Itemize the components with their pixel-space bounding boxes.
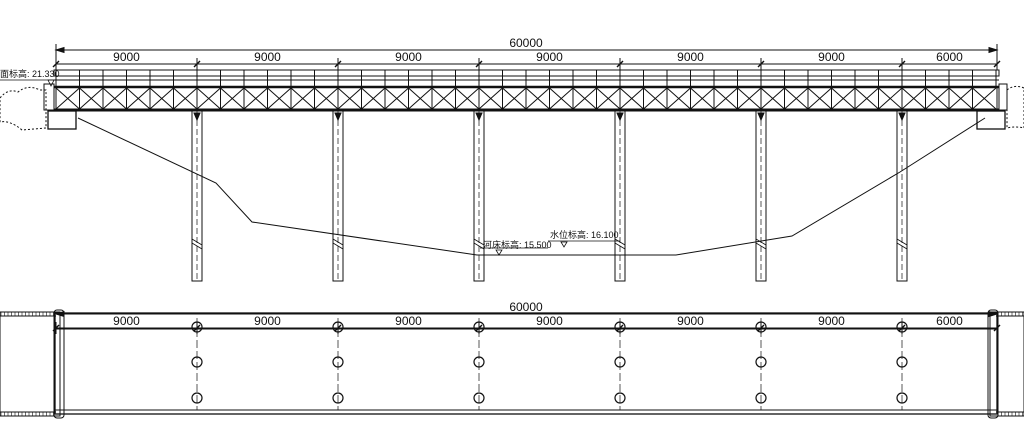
plan-right-abutment: [987, 309, 1024, 419]
water-level-label: 水位标高: 16.100: [550, 229, 619, 240]
plan-span-label: 6000: [936, 314, 963, 328]
span-labels-elevation: 9000 9000 9000 9000 9000 9000 6000: [113, 50, 963, 64]
plan-span-label: 9000: [254, 314, 281, 328]
railing-posts: [55, 70, 997, 87]
plan-span-label: 9000: [536, 314, 563, 328]
span-labels-plan: 9000 9000 9000 9000 9000 9000 6000: [113, 314, 963, 328]
span-dimensions-elevation: [52, 58, 1001, 70]
elevation-span-label: 9000: [536, 50, 563, 64]
total-length-label-top: 60000: [509, 36, 543, 50]
riverbed-profile: [77, 117, 986, 256]
elevation-span-label: 9000: [395, 50, 422, 64]
plan-view: [0, 309, 1024, 419]
right-abutment: [976, 83, 1024, 130]
plan-span-label: 9000: [677, 314, 704, 328]
elevation-span-label: 9000: [254, 50, 281, 64]
plan-span-label: 9000: [395, 314, 422, 328]
total-length-label-plan: 60000: [509, 300, 543, 314]
left-abutment: [0, 83, 77, 131]
total-dimension-elevation: [54, 44, 999, 70]
riverbed-elevation-label: 河床标高: 15.500: [483, 239, 552, 250]
plan-span-label: 9000: [113, 314, 140, 328]
plan-deck-outline: [54, 312, 998, 415]
plan-left-abutment: [0, 309, 65, 419]
piers: [191, 110, 908, 282]
deck-elevation-label: 面标高: 21.330: [0, 68, 60, 79]
truss-web: [55, 87, 998, 110]
truss: [53, 69, 1000, 112]
elevation-span-label: 6000: [936, 50, 963, 64]
plan-span-label: 9000: [818, 314, 845, 328]
elevation-span-label: 9000: [818, 50, 845, 64]
elevation-span-label: 9000: [113, 50, 140, 64]
elevation-view: 60000: [0, 36, 1024, 282]
pile-markers: [191, 318, 908, 410]
elevation-span-label: 9000: [677, 50, 704, 64]
